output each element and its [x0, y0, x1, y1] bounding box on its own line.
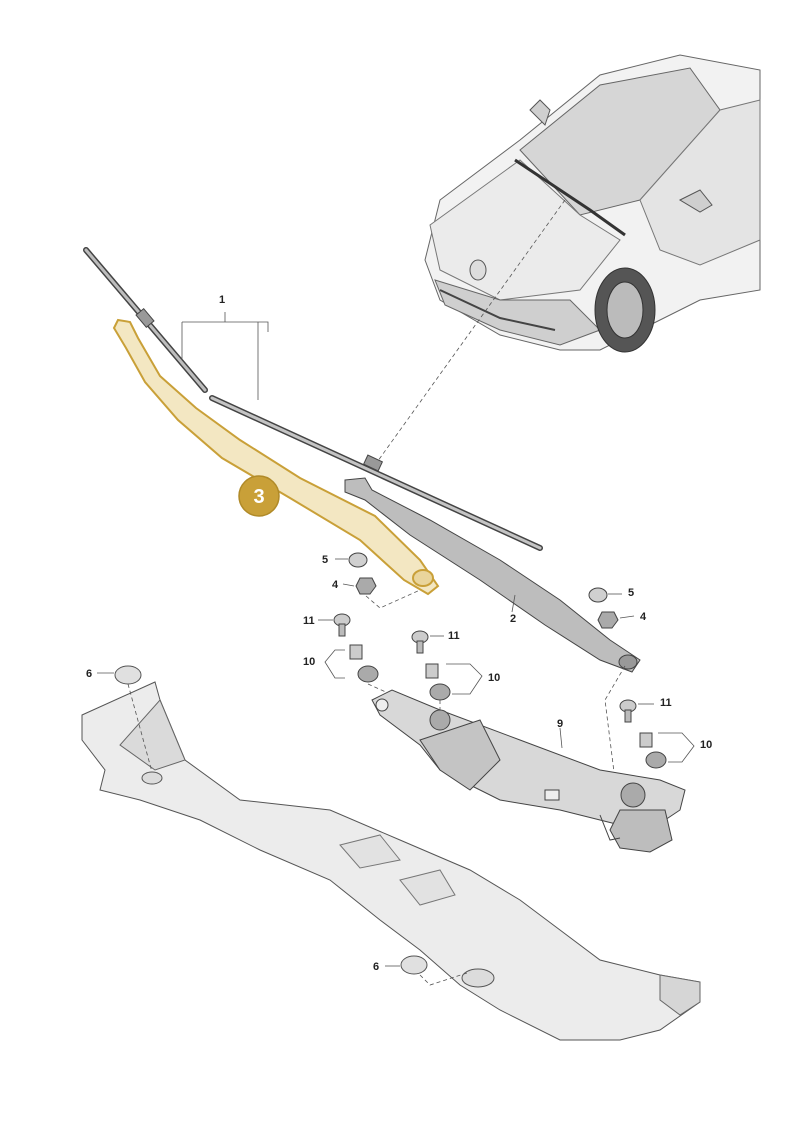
callout-5-left: 5: [322, 554, 328, 566]
bushing-right: [639, 732, 667, 769]
callout-9: 9: [557, 718, 563, 730]
wiper-blade-right: [209, 395, 543, 551]
cap-right: [588, 587, 608, 603]
callout-1: 1: [219, 294, 225, 306]
bushing-left: [349, 644, 379, 683]
callout-4-right: 4: [640, 611, 647, 623]
leader-blade-set: [181, 312, 269, 400]
cover-cap-top: [114, 665, 142, 685]
bolt-left: [333, 613, 351, 637]
cover-cap-bottom: [400, 955, 428, 975]
callout-3-badge: 3: [238, 475, 280, 517]
plenum-cover: [81, 681, 701, 1041]
callout-11-mid: 11: [448, 630, 460, 642]
right-wiper-arm: [344, 477, 641, 673]
bushing-mid: [425, 663, 451, 701]
callout-11-left: 11: [303, 615, 315, 627]
callout-6-bottom: 6: [373, 961, 379, 973]
callout-5-right: 5: [628, 587, 634, 599]
nut-right: [597, 611, 619, 629]
left-wiper-arm: [112, 318, 440, 596]
wiper-blade-left: [83, 247, 208, 393]
callout-2: 2: [510, 613, 516, 625]
vehicle-illustration: [424, 54, 761, 353]
leader-right-arm: [511, 594, 516, 613]
callout-3: 3: [253, 486, 264, 508]
wiper-linkage: [371, 689, 686, 853]
bolt-right: [619, 699, 637, 723]
callout-10-right: 10: [700, 739, 712, 751]
cap-left: [348, 552, 368, 568]
callout-11-right: 11: [660, 697, 672, 709]
callout-4-left: 4: [332, 579, 339, 591]
leader-car-to-blade: [374, 199, 566, 466]
callout-10-mid: 10: [488, 672, 500, 684]
callout-10-left: 10: [303, 656, 315, 668]
nut-left: [355, 577, 377, 595]
callout-6-top: 6: [86, 668, 92, 680]
bolt-mid: [411, 630, 429, 654]
